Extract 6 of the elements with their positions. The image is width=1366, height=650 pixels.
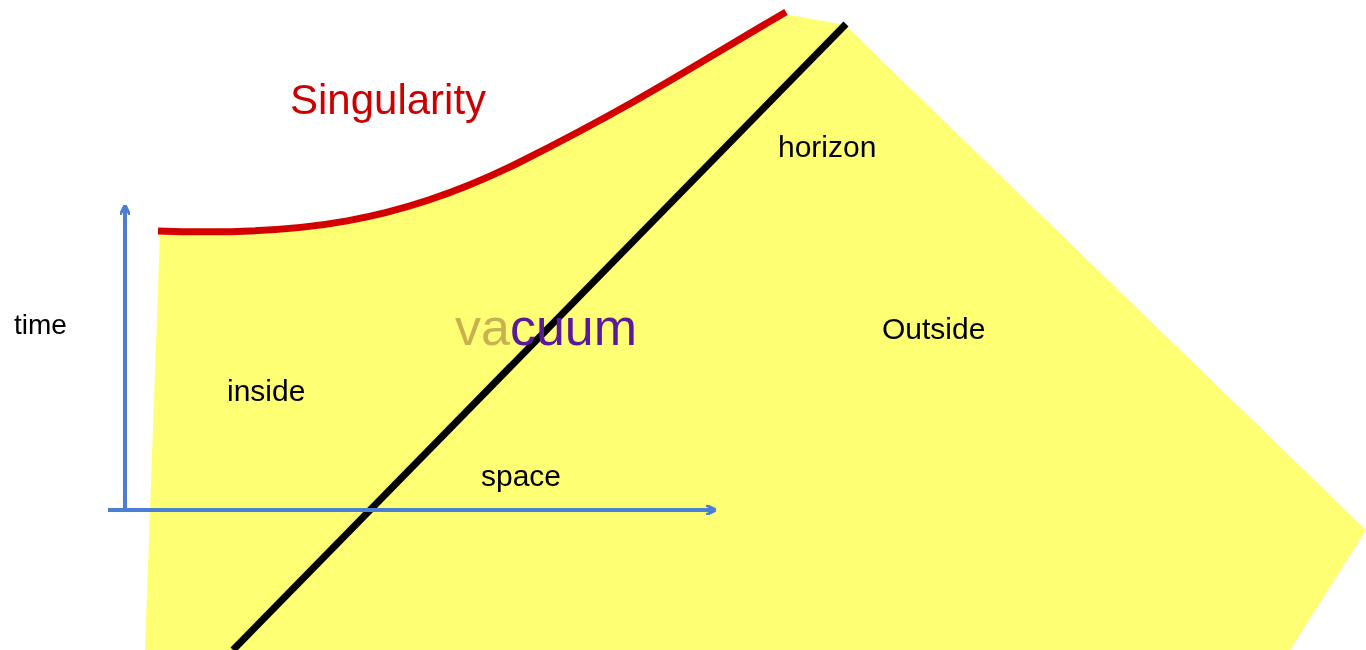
outside-label: Outside [882, 312, 986, 347]
inside-label: inside [227, 374, 306, 409]
horizon-label: horizon [778, 130, 877, 165]
time-axis-label: time [14, 309, 67, 342]
space-axis-label: space [481, 459, 562, 494]
singularity-label: Singularity [290, 76, 487, 125]
